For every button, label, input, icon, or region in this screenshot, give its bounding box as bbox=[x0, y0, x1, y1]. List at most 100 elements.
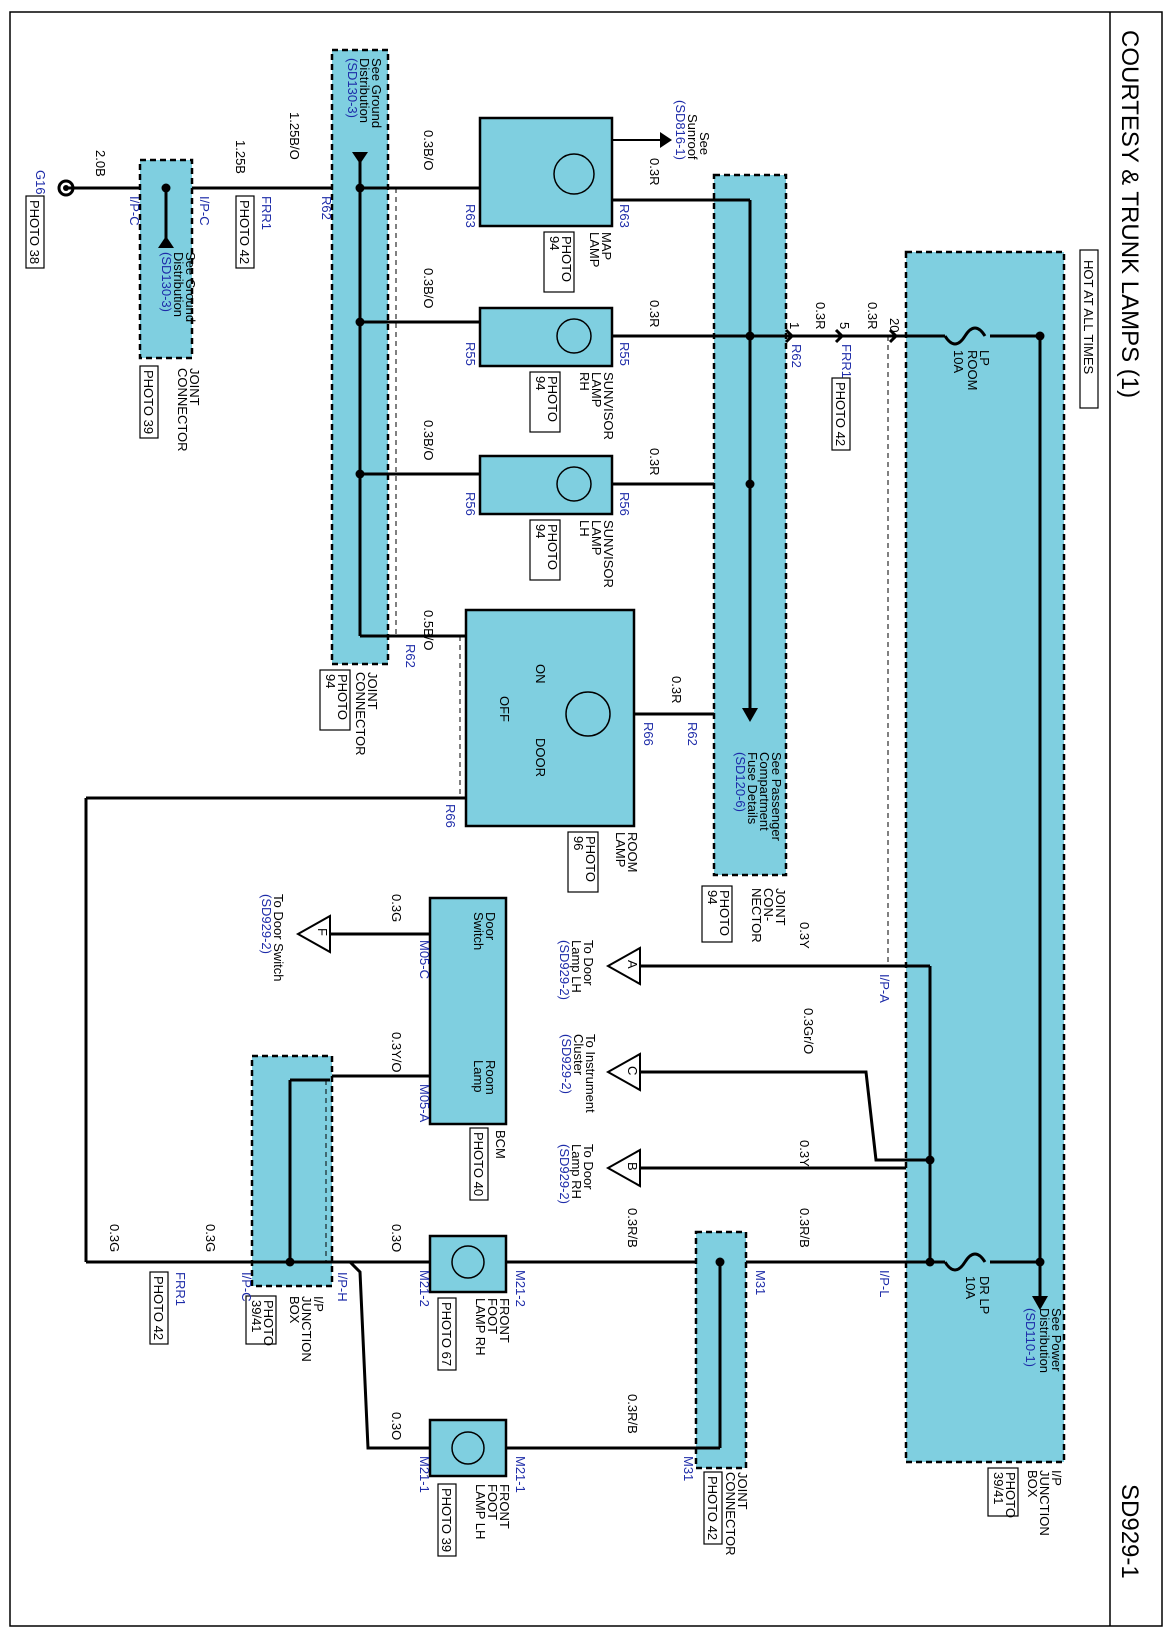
wire-125bo: 1.25B/O bbox=[287, 112, 302, 160]
room-lamp-photo-2: 96 bbox=[571, 836, 586, 850]
wire-rb1: 0.3R/B bbox=[625, 1208, 640, 1248]
sunroof-ref-3: (SD816-1) bbox=[673, 100, 688, 160]
dest-b-3: (SD929-2) bbox=[557, 1144, 572, 1204]
power-ref-2: Distribution bbox=[1037, 1308, 1052, 1373]
page-frame bbox=[9, 11, 1163, 1627]
room-lp-fuse-label2: LP bbox=[977, 350, 992, 366]
wire-g1: 0.3G bbox=[107, 1224, 122, 1252]
conn-m211-b: M21-1 bbox=[417, 1456, 432, 1493]
sv-lh-label-3: LH bbox=[577, 520, 592, 537]
ipjb-photo-1: PHOTO bbox=[1003, 1472, 1018, 1518]
photo-39: PHOTO 39 bbox=[141, 370, 156, 434]
conn-r66-b: R66 bbox=[443, 804, 458, 828]
wire-room-bo: 0.5B/O bbox=[421, 610, 436, 650]
ipjb-label-3: BOX bbox=[1025, 1470, 1040, 1498]
map-lamp bbox=[478, 116, 614, 228]
dr-lp-fuse-label: DR LP bbox=[977, 1276, 992, 1314]
room-lamp-label-2: LAMP bbox=[613, 832, 628, 867]
room-switch-off: OFF bbox=[497, 696, 512, 722]
pin-1: 1 bbox=[787, 322, 802, 329]
room-switch-door: DOOR bbox=[533, 738, 548, 777]
diagram-code: SD929-1 bbox=[1116, 1484, 1143, 1579]
m31-jc-label-2: CONNECTOR bbox=[723, 1472, 738, 1556]
jc-label-3: NECTOR bbox=[749, 888, 764, 943]
dest-a-3: (SD929-2) bbox=[557, 940, 572, 1000]
wire-20b: 2.0B bbox=[93, 150, 108, 177]
sv-rh-photo-2: 94 bbox=[533, 376, 548, 390]
wire-a: 0.3Y bbox=[797, 922, 812, 949]
pin-20: 20 bbox=[887, 318, 902, 332]
conn-r56-b: R56 bbox=[463, 492, 478, 516]
sv-lh-label-1: SUNVISOR bbox=[601, 520, 616, 588]
ipc-gnd-ref-2: Distribution bbox=[171, 252, 186, 317]
wire-f: 0.3G bbox=[389, 894, 404, 922]
conn-ipc-small: I/P-C bbox=[239, 1272, 254, 1302]
wire-svrh-r: 0.3R bbox=[647, 300, 662, 327]
jc-label-1: JOINT bbox=[773, 888, 788, 926]
bcm-photo: PHOTO 40 bbox=[471, 1132, 486, 1196]
dest-c-1: To Instrument bbox=[583, 1034, 598, 1113]
gnd-ref-1: See Ground bbox=[369, 58, 384, 128]
conn-frr1-feed: FRR1 bbox=[839, 344, 854, 378]
photo-39b: PHOTO 39 bbox=[439, 1488, 454, 1552]
conn-frr1-small: FRR1 bbox=[173, 1272, 188, 1306]
conn-r62-feed: R62 bbox=[789, 344, 804, 368]
photo-67: PHOTO 67 bbox=[439, 1302, 454, 1366]
wire-room-r: 0.3R bbox=[669, 676, 684, 703]
gnd-ref-2: Distribution bbox=[357, 58, 372, 123]
ipc-gnd-ref-1: See Ground bbox=[183, 252, 198, 322]
conn-m211-a: M21-1 bbox=[513, 1456, 528, 1493]
wire-125b: 1.25B bbox=[233, 140, 248, 174]
dest-b-2: Lamp RH bbox=[569, 1144, 584, 1199]
photo-42-gnd: PHOTO 42 bbox=[237, 200, 252, 264]
dest-f-2: (SD929-2) bbox=[259, 894, 274, 954]
ffrh-label-2: FOOT bbox=[485, 1298, 500, 1334]
small-ipjb-1: I/P bbox=[311, 1296, 326, 1312]
map-lamp-photo-2: 94 bbox=[547, 236, 562, 250]
sv-lh-photo-2: 94 bbox=[533, 524, 548, 538]
wire-yo: 0.3Y/O bbox=[389, 1032, 404, 1072]
jcg-label-2: CONNECTOR bbox=[353, 672, 368, 756]
room-lamp-label-1: ROOM bbox=[625, 832, 640, 872]
sunvisor-lamp-rh bbox=[478, 306, 614, 368]
ipc-jc-label-2: CONNECTOR bbox=[175, 368, 190, 452]
conn-m05c: M05-C bbox=[417, 940, 432, 979]
small-ipjb-photo-2: 39/41 bbox=[249, 1300, 264, 1333]
photo-42-m31: PHOTO 42 bbox=[705, 1476, 720, 1540]
dest-f-triangle bbox=[295, 914, 331, 954]
conn-ipa: I/P-A bbox=[877, 974, 892, 1003]
fflh-label-3: LAMP LH bbox=[473, 1484, 488, 1539]
room-lamp bbox=[464, 608, 636, 828]
wire-map-r: 0.3R bbox=[647, 158, 662, 185]
ffrh-label-3: LAMP RH bbox=[473, 1298, 488, 1356]
wire-map-bo: 0.3B/O bbox=[421, 130, 436, 170]
jcg-label-1: JOINT bbox=[365, 672, 380, 710]
dest-c-3: (SD929-2) bbox=[559, 1034, 574, 1094]
bcm-room-lamp-1: Room bbox=[483, 1060, 498, 1095]
dest-f-letter: F bbox=[315, 928, 330, 936]
conn-m212-a: M21-2 bbox=[513, 1270, 528, 1307]
conn-r56-a: R56 bbox=[617, 492, 632, 516]
sv-rh-label-3: RH bbox=[577, 372, 592, 391]
room-lp-fuse-rating: 10A bbox=[951, 350, 966, 373]
pass-ref-2: Compartment bbox=[757, 752, 772, 831]
ipjb-label-1: I/P bbox=[1049, 1470, 1064, 1486]
small-ipjb-2: JUNCTION bbox=[299, 1296, 314, 1362]
wire-rb2: 0.3R/B bbox=[625, 1394, 640, 1434]
bcm-room-lamp-2: Lamp bbox=[471, 1060, 486, 1093]
pass-ref-3: Fuse Details bbox=[745, 752, 760, 825]
small-ipjb-photo-1: PHOTO bbox=[261, 1300, 276, 1346]
front-foot-lamp-rh bbox=[428, 1234, 508, 1294]
room-lamp-photo-1: PHOTO bbox=[583, 836, 598, 882]
room-switch-on: ON bbox=[533, 664, 548, 684]
conn-r55-b: R55 bbox=[463, 342, 478, 366]
dr-lp-fuse-rating: 10A bbox=[963, 1276, 978, 1299]
bcm-door-switch-2: Switch bbox=[471, 912, 486, 950]
dest-c-triangle bbox=[605, 1052, 641, 1092]
m31-jc-label-1: JOINT bbox=[735, 1472, 750, 1510]
conn-r62-gnd: R62 bbox=[403, 644, 418, 668]
jcg-photo-2: 94 bbox=[323, 674, 338, 688]
sv-rh-label-1: SUNVISOR bbox=[601, 372, 616, 440]
wire-svrh-bo: 0.3B/O bbox=[421, 268, 436, 308]
